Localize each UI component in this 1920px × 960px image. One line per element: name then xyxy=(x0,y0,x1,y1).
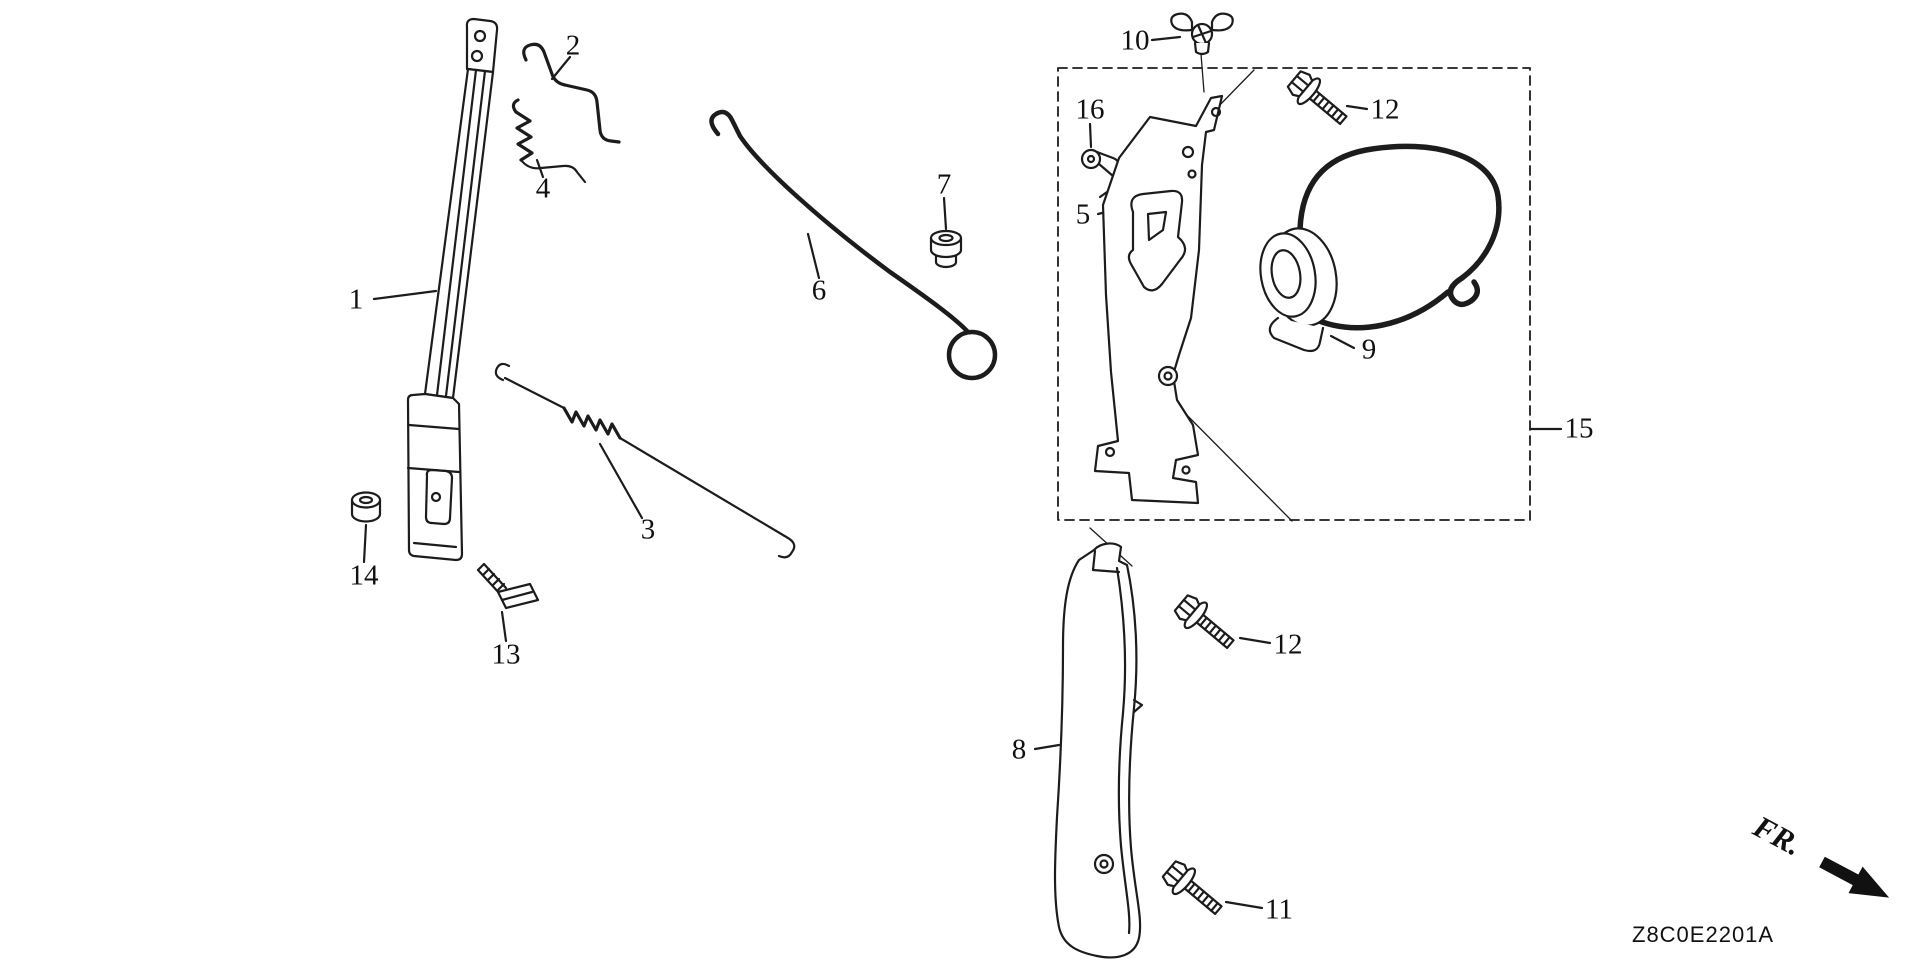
callout-part-12-top[interactable]: 12 xyxy=(1370,93,1400,126)
callout-part-9[interactable]: 9 xyxy=(1361,333,1377,366)
part-3-rod-spring-drawing xyxy=(494,362,796,559)
callout-part-8[interactable]: 8 xyxy=(1011,733,1027,766)
part-2-rod-drawing xyxy=(522,42,621,144)
part-14-grommet-drawing xyxy=(350,491,382,523)
part-9-drum-drawing xyxy=(1259,143,1502,353)
callout-part-16[interactable]: 16 xyxy=(1075,93,1105,126)
callout-part-4[interactable]: 4 xyxy=(535,172,551,205)
part-7-grommet-drawing xyxy=(929,229,963,269)
callout-part-14[interactable]: 14 xyxy=(349,559,379,592)
diagram-code: Z8C0E2201A xyxy=(1632,922,1775,947)
callout-part-11[interactable]: 11 xyxy=(1265,893,1293,926)
callout-part-10[interactable]: 10 xyxy=(1120,24,1150,57)
callout-part-7[interactable]: 7 xyxy=(936,168,952,201)
part-8-cover-drawing xyxy=(1053,542,1144,959)
callout-part-15[interactable]: 15 xyxy=(1564,412,1594,445)
callout-leader-lines xyxy=(362,35,1563,910)
callout-part-1[interactable]: 1 xyxy=(348,283,364,316)
part-11-bolt-drawing xyxy=(1157,855,1230,924)
fr-arrow xyxy=(1819,856,1890,898)
part-12-bolt-mid-drawing xyxy=(1169,589,1242,658)
callout-part-2[interactable]: 2 xyxy=(565,29,581,62)
callout-part-3[interactable]: 3 xyxy=(640,513,656,546)
part-4-spring-drawing xyxy=(511,98,587,184)
part-12-bolt-top-drawing xyxy=(1282,65,1355,134)
callout-part-5[interactable]: 5 xyxy=(1075,198,1091,231)
part-10-alignment-line xyxy=(1200,53,1205,93)
part-13-bolt-drawing xyxy=(476,562,540,610)
callout-part-6[interactable]: 6 xyxy=(811,274,827,307)
part-10-wing-nut-drawing xyxy=(1170,12,1234,56)
part-1-lever-drawing xyxy=(406,17,499,562)
callout-part-12-mid[interactable]: 12 xyxy=(1273,628,1303,661)
part-5-plate-drawing xyxy=(1093,94,1224,505)
callout-part-13[interactable]: 13 xyxy=(491,638,521,671)
part-6-rod-drawing xyxy=(709,109,998,381)
